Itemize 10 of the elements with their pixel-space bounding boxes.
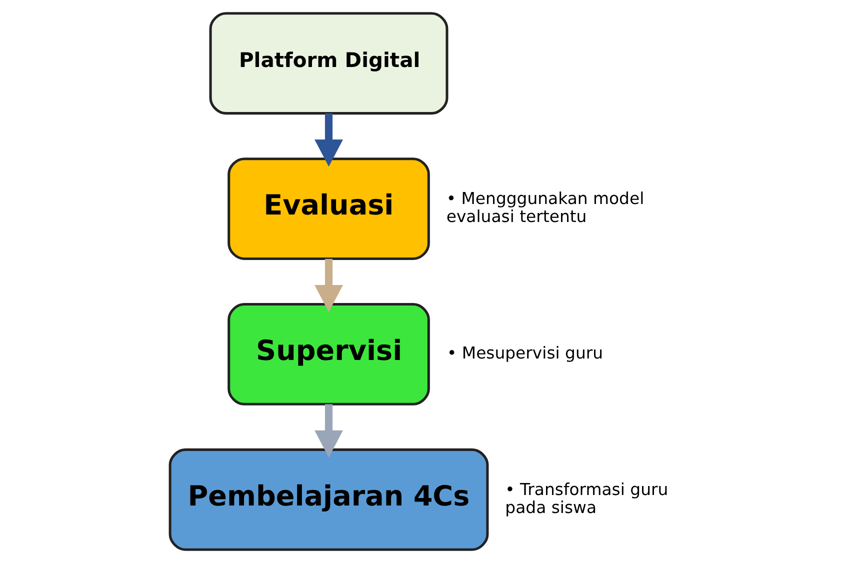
- node-box: Evaluasi: [228, 158, 430, 260]
- node-label: • Transformasi guru pada siswa: [505, 480, 668, 517]
- arrow: [314, 404, 343, 458]
- arrow: [314, 113, 343, 167]
- node-box: Platform Digital: [209, 12, 448, 115]
- node-label: • Mesupervisi guru: [447, 344, 604, 363]
- node-box: Supervisi: [228, 303, 430, 406]
- arrow: [314, 258, 343, 312]
- node-box: Pembelajaran 4Cs: [168, 448, 489, 551]
- node-label: • Mengggunakan model evaluasi tertentu: [446, 189, 644, 226]
